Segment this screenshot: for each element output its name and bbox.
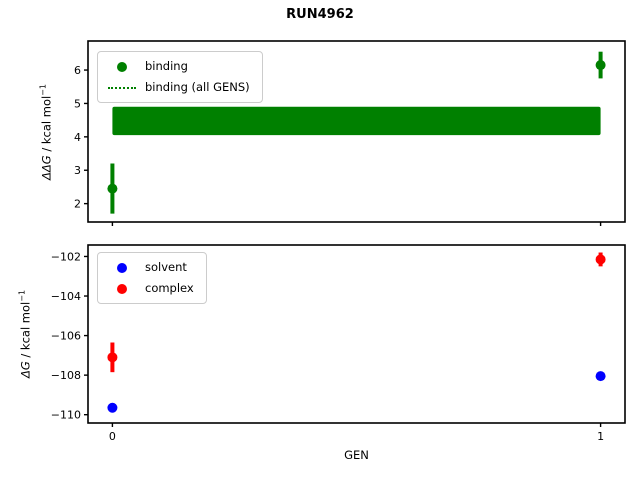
bottom-legend: solvent complex bbox=[97, 252, 207, 304]
legend-label-solvent: solvent bbox=[145, 260, 187, 274]
point-solvent-gen1 bbox=[595, 371, 606, 382]
bottom-y-axis-label: ΔG / kcal mol−1 bbox=[18, 290, 33, 378]
y-tick-label: 2 bbox=[74, 198, 81, 211]
y-tick-label: 5 bbox=[74, 97, 81, 110]
y-tick-label: −102 bbox=[51, 250, 81, 263]
legend-handle bbox=[105, 86, 138, 89]
ylabel-top-math: ΔΔG bbox=[39, 155, 54, 180]
legend-item-complex: complex bbox=[105, 278, 194, 299]
figure-title: RUN4962 bbox=[286, 7, 354, 22]
x-axis-label: GEN bbox=[344, 448, 369, 462]
y-tick-label: 3 bbox=[74, 164, 81, 177]
point-binding-gen0 bbox=[107, 183, 118, 194]
legend-label-binding-all-gens: binding (all GENS) bbox=[145, 80, 250, 94]
legend-label-complex: complex bbox=[145, 281, 194, 295]
axes-frame-bottom bbox=[87, 244, 626, 424]
top-legend: binding binding (all GENS) bbox=[97, 51, 263, 103]
point-complex-gen1 bbox=[595, 254, 606, 265]
legend-handle bbox=[105, 61, 138, 72]
ylabel-top-sup: −1 bbox=[38, 84, 48, 96]
point-binding-gen1 bbox=[595, 60, 606, 71]
ylabel-bottom-math: ΔG bbox=[18, 361, 33, 379]
complex-marker-icon bbox=[116, 283, 127, 294]
band-binding-all-gens bbox=[112, 106, 601, 136]
y-tick-label: −104 bbox=[51, 290, 81, 303]
x-tick-label: 0 bbox=[109, 430, 116, 443]
legend-label-binding: binding bbox=[145, 59, 188, 73]
ylabel-bottom-sup: −1 bbox=[17, 289, 27, 302]
y-tick-label: 6 bbox=[74, 64, 81, 77]
dotted-line-icon bbox=[107, 86, 136, 89]
axes-frame-top bbox=[87, 40, 626, 223]
legend-item-binding: binding bbox=[105, 56, 250, 77]
point-complex-gen0 bbox=[107, 352, 118, 363]
y-tick-label: −110 bbox=[51, 409, 81, 422]
y-tick-label: 4 bbox=[74, 131, 81, 144]
legend-item-solvent: solvent bbox=[105, 257, 194, 278]
legend-handle bbox=[105, 283, 138, 294]
y-tick-label: −106 bbox=[51, 330, 81, 343]
y-tick-label: −108 bbox=[51, 369, 81, 382]
ylabel-top-text: / kcal mol bbox=[39, 95, 54, 156]
binding-marker-icon bbox=[116, 61, 127, 72]
point-solvent-gen0 bbox=[107, 402, 118, 413]
solvent-marker-icon bbox=[116, 262, 127, 273]
x-tick-label: 1 bbox=[597, 430, 604, 443]
legend-item-binding-all-gens: binding (all GENS) bbox=[105, 77, 250, 98]
legend-handle bbox=[105, 262, 138, 273]
ylabel-bottom-text: / kcal mol bbox=[18, 301, 33, 362]
top-y-axis-label: ΔΔG / kcal mol−1 bbox=[39, 84, 54, 180]
